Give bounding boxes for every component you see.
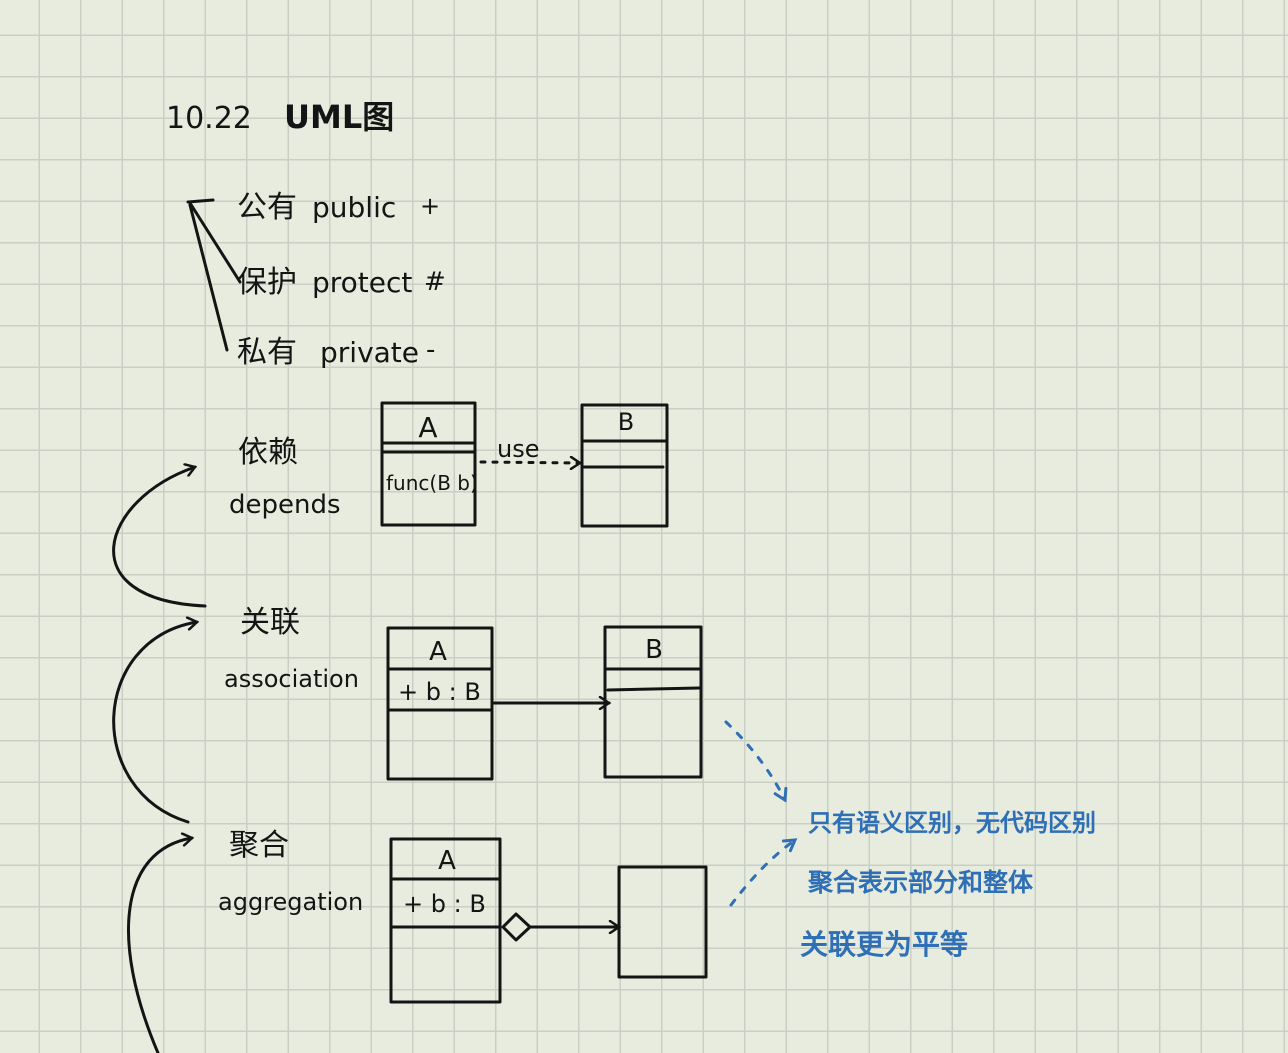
class-name: B [645, 635, 663, 665]
class-box-association-a: A + b : B [386, 626, 494, 781]
visibility-en: protect [312, 266, 412, 299]
class-name: B [618, 408, 634, 436]
class-member: func(B b) [386, 471, 478, 495]
class-name: A [429, 637, 447, 667]
class-box-depends-a: A func(B b) [380, 401, 478, 527]
visibility-bracket [186, 198, 242, 352]
note-title: UML图 [284, 98, 394, 136]
link-arrow-depends [112, 467, 207, 608]
dependency-label: use [497, 435, 539, 463]
annotation-line-3: 关联更为平等 [800, 928, 968, 961]
visibility-cn: 保护 [237, 265, 297, 300]
annotation-line-2: 聚合表示部分和整体 [807, 868, 1034, 897]
visibility-row-public: 公有 public + [237, 190, 440, 225]
note-date: 10.22 [166, 101, 252, 136]
visibility-row-private: 私有 private - [237, 335, 435, 370]
relation-aggregation-en: aggregation [218, 888, 363, 916]
annotation-arrow-top [724, 720, 788, 803]
aggregation-diamond [501, 912, 532, 942]
link-arrow-aggregation [126, 838, 192, 1053]
relation-association-cn: 关联 [240, 605, 300, 640]
annotation-line-1: 只有语义区别，无代码区别 [808, 809, 1096, 837]
class-box-depends-b: B [580, 403, 669, 528]
relation-aggregation-cn: 聚合 [229, 828, 289, 863]
class-box-aggregation-a: A + b : B [389, 837, 502, 1004]
class-name: A [438, 846, 456, 876]
visibility-en: public [312, 191, 396, 224]
class-member: + b : B [398, 678, 481, 706]
annotation-arrow-bottom [729, 838, 798, 907]
dependency-arrow [479, 462, 580, 463]
visibility-cn: 公有 [237, 190, 297, 225]
relation-association-en: association [224, 665, 359, 693]
class-name: A [418, 411, 437, 444]
class-member: + b : B [403, 890, 486, 918]
visibility-row-protect: 保护 protect # [237, 265, 446, 300]
visibility-symbol: - [426, 335, 435, 365]
relation-depends-cn: 依赖 [238, 435, 298, 470]
link-arrow-association [112, 622, 197, 824]
visibility-symbol: + [420, 192, 440, 220]
visibility-en: private [320, 336, 419, 369]
visibility-cn: 私有 [237, 335, 297, 370]
class-box-association-b: B [603, 625, 703, 779]
class-box-aggregation-b [617, 865, 708, 979]
relation-depends-en: depends [229, 490, 341, 520]
visibility-symbol: # [424, 267, 446, 297]
